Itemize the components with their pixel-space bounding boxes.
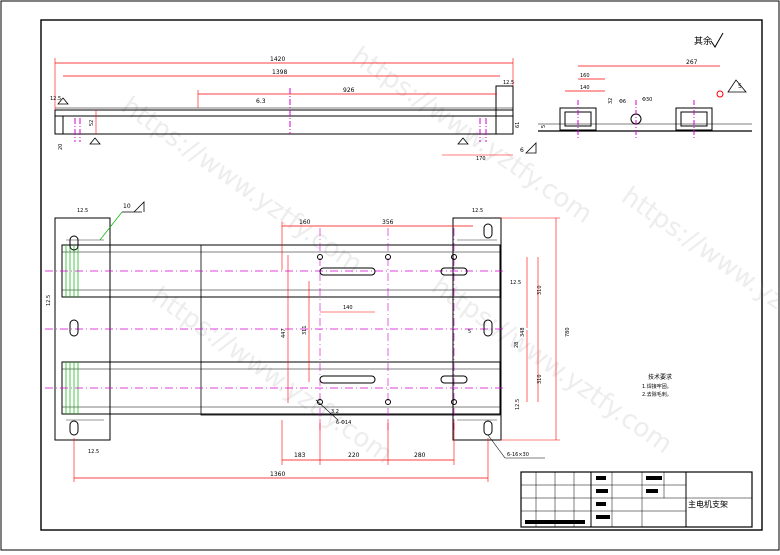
svg-text:61: 61 (515, 122, 521, 128)
svg-text:1420: 1420 (270, 56, 285, 63)
svg-text:6.3: 6.3 (256, 98, 266, 105)
svg-text:140: 140 (580, 85, 590, 91)
svg-text:6: 6 (520, 147, 524, 154)
svg-text:280: 280 (414, 452, 426, 459)
svg-text:10: 10 (123, 203, 131, 210)
svg-text:160: 160 (299, 219, 311, 226)
svg-text:12.5: 12.5 (88, 449, 99, 455)
svg-text:3.2: 3.2 (331, 409, 339, 415)
roughness-symbol-icon (710, 32, 724, 48)
svg-text:52: 52 (89, 120, 95, 126)
svg-text:311: 311 (302, 325, 308, 335)
svg-text:780: 780 (565, 327, 571, 337)
svg-text:2.去除毛刺。: 2.去除毛刺。 (642, 391, 672, 398)
svg-text:447: 447 (281, 328, 287, 338)
drawing-title: 主电机支架 (688, 499, 728, 509)
svg-text:12.5: 12.5 (515, 399, 521, 410)
svg-text:170: 170 (476, 156, 486, 162)
svg-text:6-Φ14: 6-Φ14 (336, 420, 351, 426)
svg-text:Φ6: Φ6 (619, 99, 626, 105)
svg-text:1360: 1360 (270, 471, 285, 478)
svg-text:310: 310 (537, 374, 543, 384)
svg-text:220: 220 (348, 452, 360, 459)
svg-text:183: 183 (294, 452, 306, 459)
svg-text:5: 5 (541, 125, 547, 128)
svg-text:348: 348 (520, 327, 526, 337)
svg-text:Φ30: Φ30 (642, 97, 652, 103)
svg-text:926: 926 (343, 87, 355, 94)
svg-text:12.5: 12.5 (77, 208, 88, 214)
svg-text:12.5: 12.5 (503, 80, 514, 86)
svg-text:5: 5 (738, 83, 742, 90)
roughness-other-label: 其余 (694, 35, 712, 47)
plan-view: 160 356 140 447 311 310 310 348 780 28 1… (45, 201, 571, 482)
svg-text:12.5: 12.5 (510, 280, 521, 286)
svg-text:140: 140 (343, 305, 353, 311)
technical-requirements: 技术要求 1.焊接牢固。 2.去除毛刺。 (642, 373, 672, 398)
svg-text:1398: 1398 (272, 69, 287, 76)
svg-text:12.5: 12.5 (472, 208, 483, 214)
inner-border (40, 19, 763, 531)
svg-text:310: 310 (537, 285, 543, 295)
top-view: 1420 1398 926 6.3 12.5 12.5 52 20 61 170… (50, 56, 537, 162)
svg-text:160: 160 (580, 73, 590, 79)
svg-text:12.5: 12.5 (50, 96, 61, 102)
svg-text:技术要求: 技术要求 (648, 373, 672, 381)
svg-text:6-16×30: 6-16×30 (507, 452, 529, 458)
svg-text:12.5: 12.5 (46, 295, 52, 306)
side-view: 267 160 140 32 Φ6 Φ30 5 5 (538, 59, 752, 140)
svg-text:20: 20 (58, 144, 64, 150)
svg-text:1.焊接牢固。: 1.焊接牢固。 (642, 383, 672, 390)
svg-text:28: 28 (514, 342, 520, 348)
svg-text:356: 356 (382, 219, 394, 226)
svg-text:5: 5 (468, 329, 471, 335)
svg-text:32: 32 (608, 98, 614, 104)
svg-text:267: 267 (686, 59, 698, 66)
title-block (520, 471, 753, 528)
